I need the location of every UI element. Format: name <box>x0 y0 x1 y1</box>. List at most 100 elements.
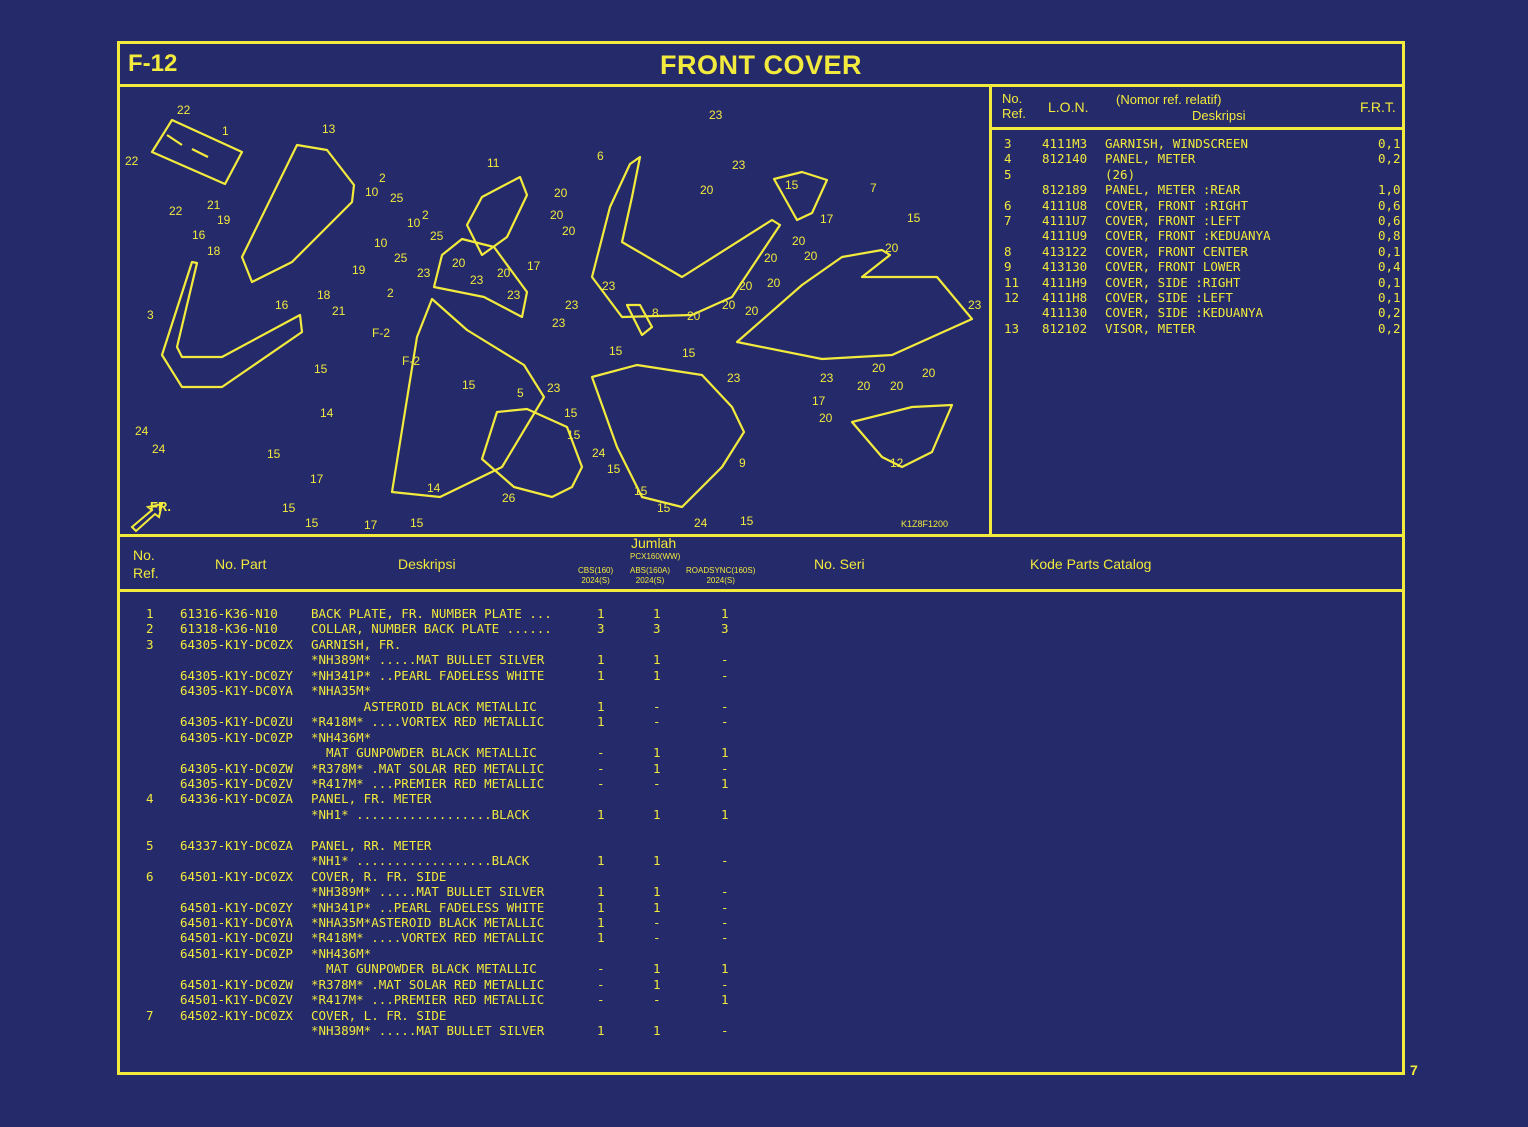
svg-text:2: 2 <box>387 286 394 300</box>
svg-text:20: 20 <box>700 183 714 197</box>
svg-text:20: 20 <box>722 298 736 312</box>
part-desc: *NH1* ..................BLACK <box>311 853 530 869</box>
parts-table-row: 64305-K1Y-DC0ZU*R418M* ....VORTEX RED ME… <box>120 714 820 730</box>
qty-roadsync: - <box>721 714 729 730</box>
part-desc: *NH436M* <box>311 945 372 961</box>
parts-col-no-seri: No. Seri <box>814 556 865 572</box>
svg-text:5: 5 <box>517 386 524 400</box>
part-number: 64501-K1Y-DC0ZX <box>180 868 293 884</box>
part-small-bracket <box>625 303 654 337</box>
svg-text:23: 23 <box>507 288 521 302</box>
ref-lon: 413122 <box>1042 243 1088 259</box>
ref-col-lon: L.O.N. <box>1048 99 1089 115</box>
svg-text:24: 24 <box>152 442 166 456</box>
parts-col-no-ref: No. Ref. <box>133 547 159 581</box>
part-desc: *NH341P* ..PEARL FADELESS WHITE <box>311 667 545 683</box>
ref-desc: PANEL, METER <box>1105 151 1196 167</box>
svg-text:15: 15 <box>907 211 921 225</box>
svg-text:17: 17 <box>310 472 324 486</box>
qty-cbs: - <box>597 992 605 1008</box>
svg-text:20: 20 <box>819 411 833 425</box>
svg-text:3: 3 <box>147 308 154 322</box>
svg-text:10: 10 <box>407 216 421 230</box>
page-title: FRONT COVER <box>659 50 862 80</box>
parts-col-jumlah: Jumlah <box>631 535 677 551</box>
svg-text:1: 1 <box>222 124 229 138</box>
qty-cbs: 1 <box>597 884 605 900</box>
svg-text:2: 2 <box>379 171 386 185</box>
parts-table-row: 64501-K1Y-DC0YA*NHA35M*ASTEROID BLACK ME… <box>120 915 820 931</box>
svg-text:23: 23 <box>547 381 561 395</box>
svg-text:8: 8 <box>652 306 659 320</box>
part-number: 64501-K1Y-DC0YA <box>180 915 293 930</box>
front-arrow-icon <box>130 502 164 533</box>
svg-text:20: 20 <box>739 279 753 293</box>
qty-abs: - <box>653 714 661 730</box>
svg-text:23: 23 <box>470 273 484 287</box>
qty-roadsync: - <box>721 976 729 992</box>
qty-roadsync: 3 <box>721 621 729 637</box>
svg-text:26: 26 <box>502 491 516 505</box>
qty-abs: 1 <box>653 1023 661 1039</box>
ref-desc: PANEL, METER :REAR <box>1105 182 1241 198</box>
svg-text:20: 20 <box>890 379 904 393</box>
svg-text:10: 10 <box>365 185 379 199</box>
parts-header-divider <box>120 589 1402 592</box>
qty-abs: 1 <box>653 884 661 900</box>
ref-col-frt: F.R.T. <box>1360 99 1396 115</box>
part-ref-no: 6 <box>146 868 154 884</box>
svg-text:15: 15 <box>282 501 296 515</box>
ref-frt: 0,8 <box>1378 228 1401 244</box>
svg-text:24: 24 <box>694 516 708 530</box>
svg-text:25: 25 <box>394 251 408 265</box>
ref-desc: VISOR, METER <box>1105 320 1196 336</box>
ref-frt: 1,0 <box>1378 182 1401 198</box>
ref-no: 11 <box>1004 274 1020 290</box>
parts-table-row: 64501-K1Y-DC0ZV*R417M* ...PREMIER RED ME… <box>120 992 820 1008</box>
svg-text:10: 10 <box>374 236 388 250</box>
qty-abs: 1 <box>653 853 661 869</box>
svg-text:20: 20 <box>857 379 871 393</box>
ref-lon: 4111U8 <box>1042 197 1088 213</box>
qty-roadsync: - <box>721 930 729 946</box>
parts-col-desc: Deskripsi <box>398 556 456 572</box>
part-desc: *R378M* .MAT SOLAR RED METALLIC <box>311 760 545 776</box>
svg-text:20: 20 <box>804 249 818 263</box>
qty-roadsync: - <box>721 853 729 869</box>
ref-desc: COVER, FRONT CENTER <box>1105 243 1248 259</box>
parts-col-model: PCX160(WW) <box>630 552 681 561</box>
part-visor-meter <box>240 143 356 284</box>
svg-text:F-2: F-2 <box>372 326 390 340</box>
ref-lon: 4111H8 <box>1042 290 1088 305</box>
svg-text:22: 22 <box>177 103 191 117</box>
part-number: 64305-K1Y-DC0ZW <box>180 760 293 776</box>
part-desc: MAT GUNPOWDER BLACK METALLIC <box>311 961 537 977</box>
svg-text:F-2: F-2 <box>402 354 420 368</box>
part-number: 64305-K1Y-DC0ZV <box>180 775 293 791</box>
part-desc: COLLAR, NUMBER BACK PLATE ...... <box>311 621 552 637</box>
qty-cbs: - <box>597 775 605 791</box>
svg-text:20: 20 <box>497 266 511 280</box>
part-desc: PANEL, FR. METER <box>311 791 432 807</box>
svg-text:20: 20 <box>922 366 936 380</box>
svg-text:20: 20 <box>550 208 564 222</box>
ref-frt: 0,2 <box>1378 320 1401 336</box>
svg-text:15: 15 <box>410 516 424 530</box>
part-number: 64337-K1Y-DC0ZA <box>180 837 293 853</box>
qty-roadsync: 1 <box>721 606 729 621</box>
qty-cbs: 1 <box>597 714 605 730</box>
svg-text:15: 15 <box>785 178 799 192</box>
parts-col-cbs: CBS(160) 2024(S) <box>578 566 614 585</box>
qty-cbs: 3 <box>597 621 605 637</box>
